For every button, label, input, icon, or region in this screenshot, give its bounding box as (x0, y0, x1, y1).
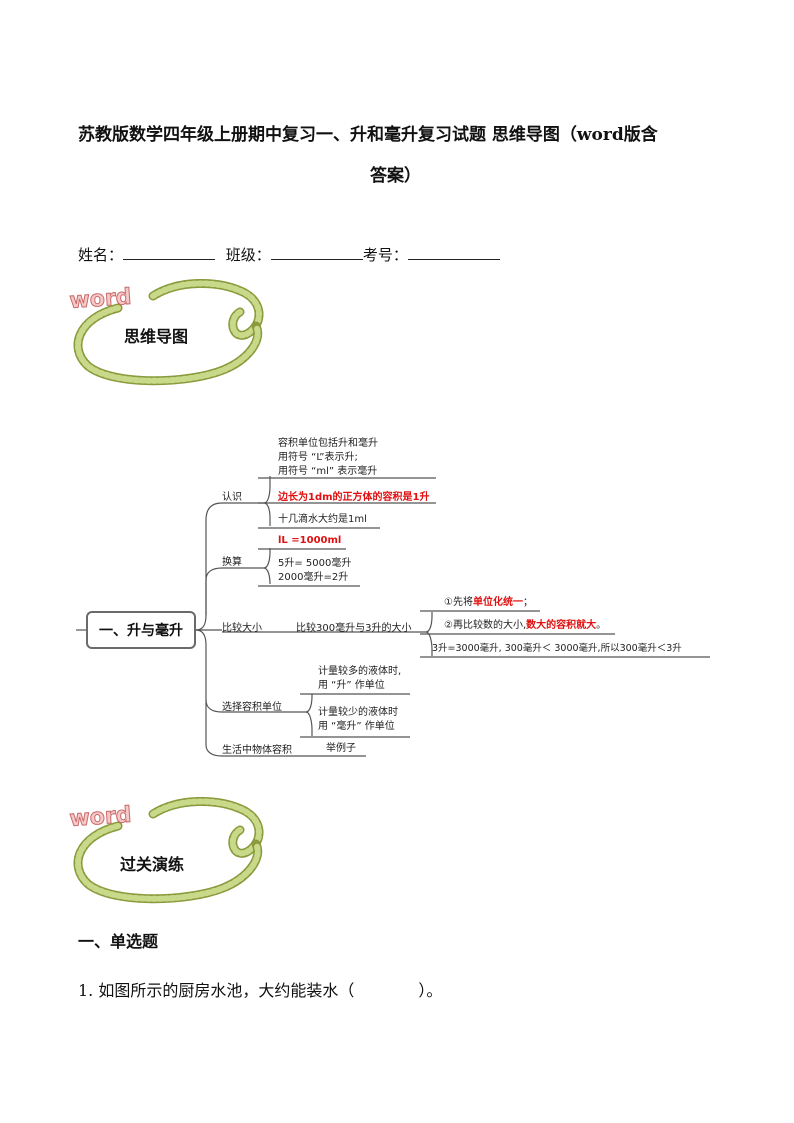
recognize-line-5: 十几滴水大约是1ml (278, 514, 367, 525)
class-blank[interactable] (270, 245, 363, 260)
document-title-continued: 答案） (370, 166, 421, 186)
compare-step-2-a: ②再比较数的大小, (444, 620, 527, 631)
compare-step-1-a: ①先将 (444, 597, 473, 608)
branch-compare: 比较大小 (222, 623, 262, 634)
exam-label: 考号： (362, 246, 408, 264)
section-heading-single-choice: 一、单选题 (78, 932, 159, 951)
word-logo-text: word (69, 803, 133, 832)
question-1: 1. 如图所示的厨房水池，大约能装水（ ）。 (78, 981, 443, 1000)
mindmap-root: 一、升与毫升 (86, 611, 196, 649)
recognize-line-3: 用符号 “ml” 表示毫升 (278, 466, 378, 477)
student-info-line: 姓名： 班级： 考号： (78, 244, 500, 265)
ribbon-icon: word (68, 797, 264, 904)
name-blank[interactable] (123, 245, 216, 260)
convert-line-3: 2000毫升=2升 (278, 572, 349, 583)
compare-step-1: ①先将单位化统一； (444, 596, 533, 610)
name-label: 姓名： (78, 246, 124, 264)
recognize-line-2: 用符号 “L”表示升; (278, 451, 358, 465)
recognize-line-1: 容积单位包括升和毫升 (278, 438, 378, 449)
choose-unit-line-4: 用 “毫升” 作单位 (318, 721, 395, 732)
compare-step-1-highlight: 单位化统一 (472, 597, 523, 608)
badge-label: 思维导图 (124, 327, 189, 346)
choose-unit-line-1: 计量较多的液体时, (318, 666, 402, 677)
compare-step-2-highlight: 数大的容积就大 (526, 620, 597, 631)
convert-line-2: 5升= 5000毫升 (278, 558, 352, 569)
word-badge-mindmap: word 思维导图 (58, 278, 273, 388)
daily-life-example: 举例子 (326, 743, 356, 754)
badge-label: 过关演练 (120, 855, 185, 874)
class-label: 班级： (225, 246, 271, 264)
compare-example: 3升=3000毫升, 300毫升＜ 3000毫升,所以300毫升＜3升 (432, 643, 682, 654)
word-logo-text: word (69, 285, 133, 314)
compare-step-2: ②再比较数的大小,数大的容积就大。 (444, 619, 606, 633)
choose-unit-line-3: 计量较少的液体时 (318, 707, 398, 718)
document-title: 苏教版数学四年级上册期中复习一、升和毫升复习试题 思维导图（word版含 (78, 125, 658, 145)
branch-convert: 换算 (222, 557, 242, 568)
branch-choose-unit: 选择容积单位 (222, 702, 282, 713)
branch-daily-life: 生活中物体容积 (222, 745, 292, 756)
compare-step-2-c: 。 (596, 620, 607, 631)
compare-topic: 比较300毫升与3升的大小 (296, 623, 412, 634)
branch-recognize: 认识 (222, 492, 242, 503)
recognize-highlight: 边长为1dm的正方体的容积是1升 (278, 492, 430, 503)
ribbon-icon: word (68, 279, 264, 386)
exam-blank[interactable] (407, 245, 500, 260)
choose-unit-line-2: 用 “升” 作单位 (318, 680, 385, 691)
word-badge-practice: word 过关演练 (58, 796, 273, 906)
convert-highlight: lL =1000ml (278, 535, 342, 546)
recognize-line-2-text: 用符号 “L”表示升; (278, 452, 358, 463)
compare-step-1-c: ； (522, 597, 533, 608)
